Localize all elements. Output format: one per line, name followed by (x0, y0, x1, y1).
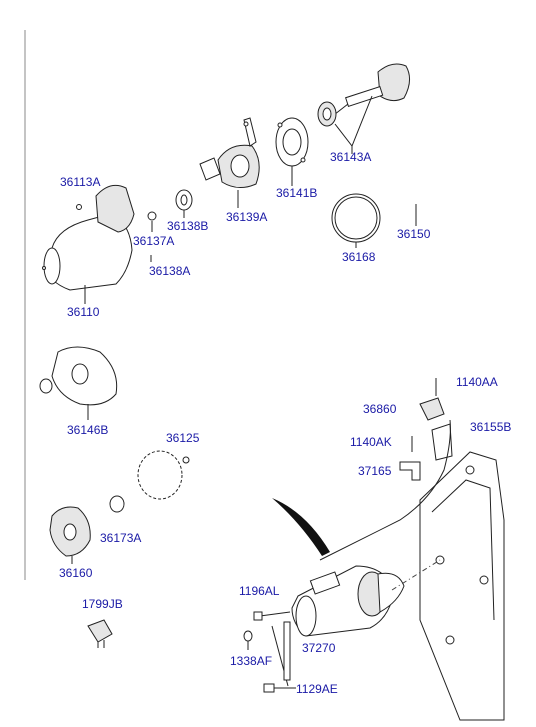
bracket-drawing (275, 117, 309, 186)
part-36139A-label: 36139A (226, 210, 268, 224)
part-36141B-label: 36141B (276, 186, 318, 200)
part-36146B-label: 36146B (67, 423, 109, 437)
part-36160-label: 36160 (59, 566, 93, 580)
part-36860-label: 36860 (363, 402, 397, 416)
part-1140AA-label: 1140AA (456, 375, 498, 389)
pinion-gear-drawing (175, 189, 193, 218)
o-ring-drawing (331, 193, 381, 248)
part-36110-label: 36110 (67, 305, 100, 319)
part-1338AF-label: 1338AF (230, 654, 273, 668)
brush-holder-drawing (49, 506, 91, 564)
part-36125-label: 36125 (166, 431, 200, 445)
part-36173A-label: 36173A (100, 531, 142, 545)
snap-ring-icon (147, 211, 157, 221)
part-36155B-label: 36155B (470, 420, 512, 434)
part-36113A-label: 36113A (60, 175, 101, 189)
part-36137A-label: 36137A (133, 234, 175, 248)
part-36143A-label: 36143A (330, 150, 372, 164)
part-1799JB-label: 1799JB (82, 597, 123, 611)
part-36138B-label: 36138B (167, 219, 209, 233)
end-cover-drawing (39, 346, 118, 420)
part-1129AE-label: 1129AE (296, 682, 338, 696)
engine-block-drawing (419, 451, 505, 721)
sensor-bracket-drawing (399, 378, 453, 481)
part-36138A-label: 36138A (149, 264, 191, 278)
armature-shaft-drawing (317, 63, 410, 154)
clutch-drawing (199, 117, 260, 208)
part-36150-label: 36150 (397, 227, 431, 241)
ring-seal-icon (109, 495, 125, 513)
starter-motor-assembly-drawing (291, 559, 441, 637)
mounting-bolts-drawing (243, 611, 296, 693)
part-37270-label: 37270 (302, 641, 336, 655)
starter-housing-drawing (42, 184, 135, 304)
small-nut-icon (76, 204, 82, 210)
part-37165-label: 37165 (358, 464, 392, 478)
callout-arrow (272, 498, 330, 556)
part-36168-label: 36168 (342, 250, 376, 264)
dust-cap-drawing (137, 450, 190, 500)
connector-drawing (87, 619, 113, 648)
part-1196AL-label: 1196AL (239, 584, 280, 598)
part-1140AK-label: 1140AK (350, 435, 392, 449)
wiring-harness (319, 419, 451, 561)
